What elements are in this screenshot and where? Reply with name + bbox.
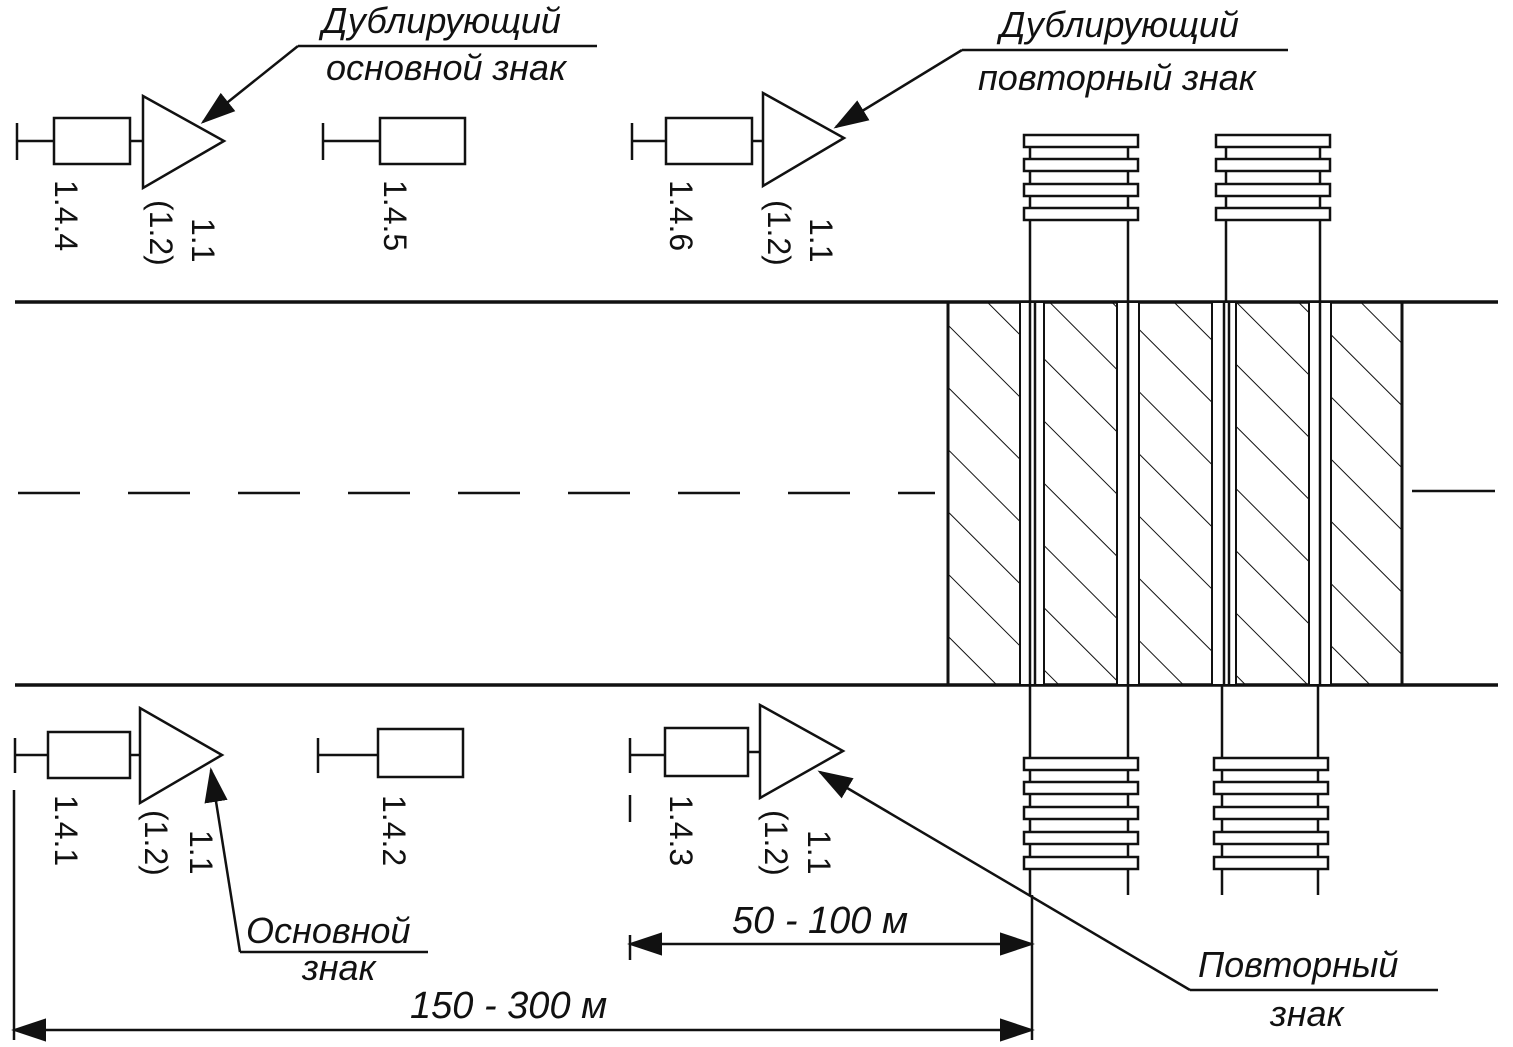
warning-triangle-icon	[141, 93, 227, 191]
code-1-4-4: 1.4.4	[48, 180, 84, 251]
plate-1-4-2	[376, 727, 465, 779]
code-1-1-bottom-near: 1.1	[801, 830, 837, 874]
code-1-1-top-near: 1.1	[803, 218, 839, 262]
code-1-2-top-far: (1.2)	[143, 200, 179, 266]
crossing-hatch	[946, 300, 1404, 687]
caption-dup-main: Дублирующий основной знак	[200, 0, 597, 124]
sign-group-top-far	[15, 93, 227, 191]
caption-dup-repeat-line1: Дублирующий	[996, 4, 1239, 45]
dimension-long: 150 - 300 м	[11, 790, 1035, 1042]
dimension-long-label: 150 - 300 м	[410, 985, 607, 1027]
code-1-1-bottom-far: 1.1	[183, 830, 219, 874]
caption-dup-repeat: Дублирующий повторный знак	[833, 4, 1288, 129]
sign-codes: 1.4.4 1.1 (1.2) 1.4.5 1.4.6 1.1 (1.2) 1.…	[48, 180, 839, 876]
code-1-2-bottom-far: (1.2)	[138, 810, 174, 876]
code-1-4-1: 1.4.1	[48, 795, 84, 866]
code-1-4-2: 1.4.2	[376, 795, 412, 866]
plate-1-4-4	[52, 116, 132, 166]
railway-track-bottom-right	[1212, 685, 1330, 895]
warning-triangle-icon	[138, 705, 225, 806]
code-1-4-3: 1.4.3	[663, 795, 699, 866]
railway-track-top-right	[1214, 133, 1332, 302]
dimension-short-label: 50 - 100 м	[732, 900, 908, 942]
railway-crossing	[946, 300, 1404, 687]
caption-repeat-line1: Повторный	[1198, 944, 1398, 985]
caption-dup-main-line1: Дублирующий	[318, 0, 561, 41]
caption-dup-repeat-line2: повторный знак	[978, 57, 1258, 98]
caption-repeat-line2: знак	[1269, 993, 1346, 1034]
caption-main: Основной знак	[204, 767, 428, 988]
sign-group-bottom-near	[628, 702, 846, 822]
sign-group-bottom-far	[13, 705, 225, 806]
caption-repeat: Повторный знак	[817, 770, 1438, 1034]
railway-track-top-left	[1022, 133, 1140, 302]
sign-group-top-near	[630, 90, 847, 189]
dimension-short: 50 - 100 м	[627, 895, 1035, 960]
warning-triangle-icon	[761, 90, 847, 189]
plate-1-4-5	[378, 116, 467, 166]
plate-1-4-6	[664, 116, 754, 166]
plate-1-4-1	[46, 730, 132, 780]
sign-group-top-mid	[321, 116, 467, 166]
code-1-4-5: 1.4.5	[377, 180, 413, 251]
railway-track-bottom-left	[1022, 685, 1140, 895]
caption-dup-main-line2: основной знак	[326, 47, 568, 88]
code-1-1-top-far: 1.1	[185, 218, 221, 262]
warning-triangle-icon	[758, 702, 846, 801]
code-1-2-bottom-near: (1.2)	[758, 810, 794, 876]
code-1-4-6: 1.4.6	[663, 180, 699, 251]
sign-group-bottom-mid	[316, 727, 465, 779]
code-1-2-top-near: (1.2)	[761, 200, 797, 266]
caption-main-line2: знак	[301, 947, 378, 988]
caption-main-line1: Основной	[246, 910, 410, 951]
plate-1-4-3	[663, 726, 750, 778]
